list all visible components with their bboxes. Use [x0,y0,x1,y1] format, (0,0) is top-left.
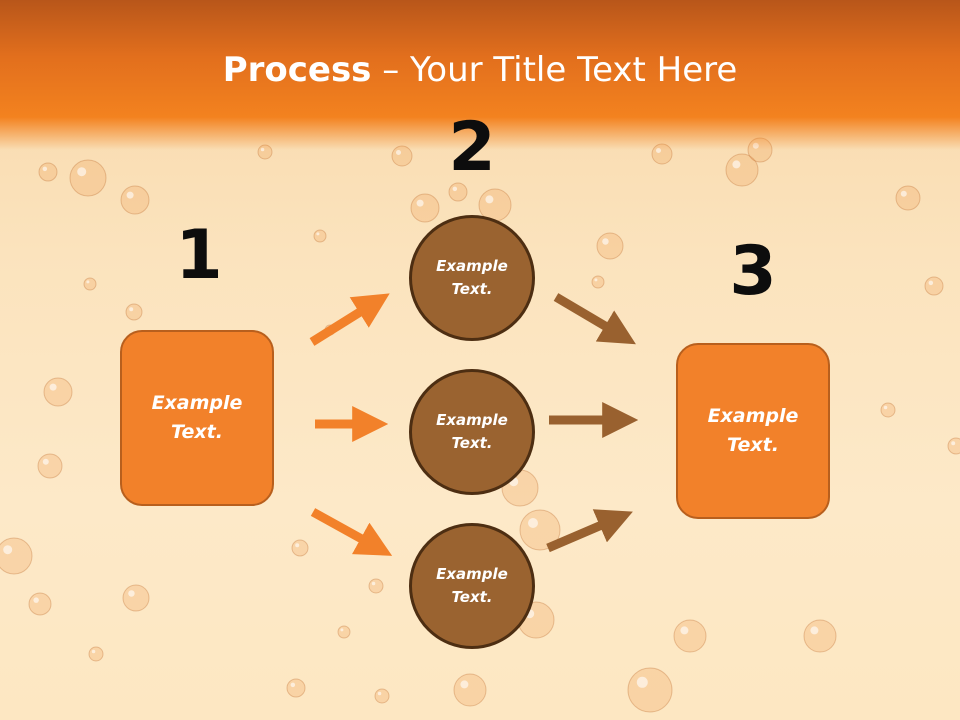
bubble-highlight [396,150,401,155]
bubble-highlight [460,680,469,689]
title-bold: Process [222,50,372,90]
bubble-highlight [416,199,424,207]
arrow-1-to-2a [309,293,390,346]
bubble-highlight [126,191,134,199]
step-2a-text: Example Text. [436,257,508,298]
bubble [947,437,960,455]
bubble-highlight [3,545,13,555]
title-rest: – Your Title Text Here [371,50,738,90]
step-2b-text: Example Text. [436,411,508,452]
bubble-highlight [680,626,689,635]
bubble-highlight [883,405,888,410]
bubble-highlight [594,278,598,282]
step-3-text: Example Text. [707,405,799,456]
bubble-highlight [340,628,344,632]
arrow-2c-to-3 [546,509,633,553]
bubble-highlight [900,190,907,197]
slide-title: Process – Your Title Text Here [0,50,960,90]
step-2-circle-top[interactable]: Example Text. [409,215,535,341]
bubble-highlight [33,597,39,603]
bubble-highlight [91,649,96,654]
step-number-2: 2 [448,108,496,187]
bubble-highlight [951,441,956,446]
step-2c-text: Example Text. [436,565,508,606]
bubble-highlight [602,238,609,245]
bubble-highlight [290,682,296,688]
bubble-highlight [636,676,648,688]
title-bar: Process – Your Title Text Here [0,0,960,150]
bubble-highlight [452,186,458,192]
bubble-highlight [42,458,49,465]
step-number-3: 3 [729,232,777,311]
step-1-box[interactable]: Example Text. [120,330,274,506]
arrow-1-to-2c [310,508,393,556]
bubble-highlight [129,307,134,312]
step-number-1: 1 [175,216,223,295]
bubble-highlight [528,518,538,528]
arrow-2a-to-3 [553,293,636,345]
step-3-box[interactable]: Example Text. [676,343,830,519]
bubble-highlight [295,543,300,548]
bubble-highlight [49,383,57,391]
step-1-text: Example Text. [151,392,243,443]
bubble-highlight [77,167,87,177]
bubble-highlight [732,160,741,169]
step-2-circle-bottom[interactable]: Example Text. [409,523,535,649]
bubble-highlight [485,195,494,204]
bubble-highlight [377,691,382,696]
step-2-circle-middle[interactable]: Example Text. [409,369,535,495]
bubble-highlight [371,581,376,586]
bubble-highlight [86,280,90,284]
bubble-highlight [128,590,135,597]
bubble-highlight [928,280,934,286]
bubble-highlight [810,626,819,635]
bubble-highlight [42,166,48,172]
bubble-highlight [316,232,320,236]
